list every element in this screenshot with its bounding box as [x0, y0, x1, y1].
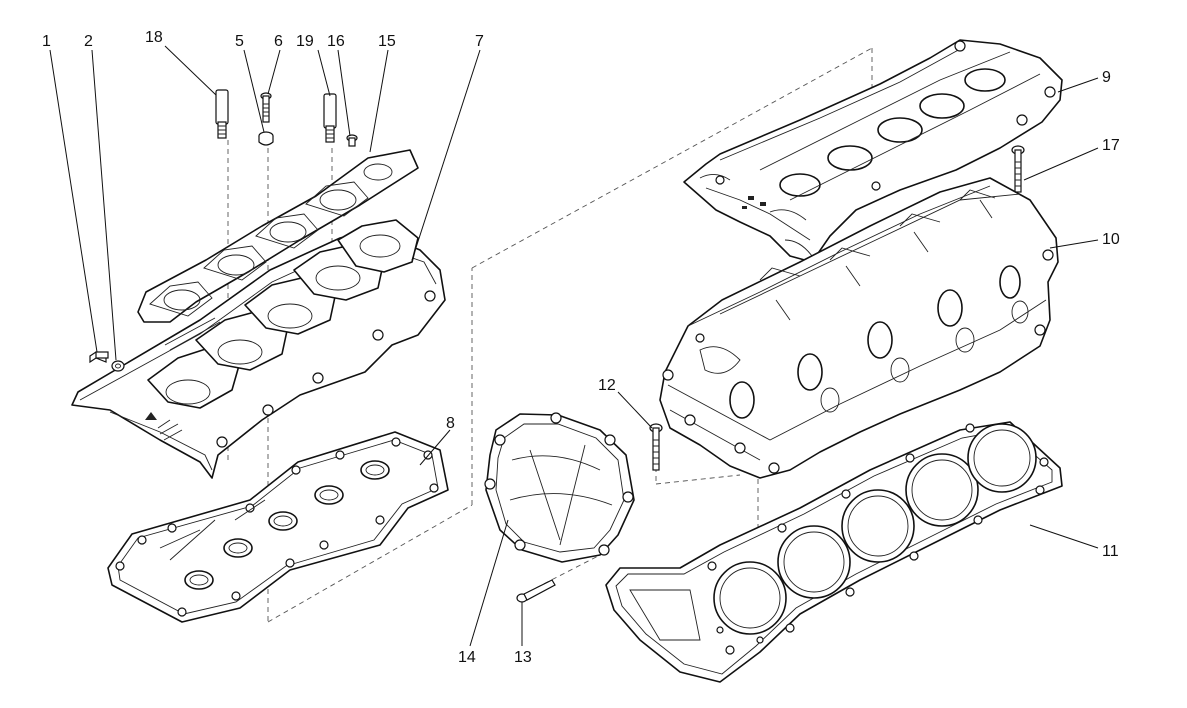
callout-16: 16 — [327, 33, 345, 50]
plug-5 — [258, 131, 274, 146]
screw-16 — [346, 134, 358, 147]
camshaft-carrier — [683, 39, 1063, 263]
callout-15: 15 — [378, 33, 396, 50]
callout-18: 18 — [145, 29, 163, 46]
cylinder-head — [659, 177, 1059, 479]
callout-13: 13 — [514, 649, 532, 666]
callout-labels: 1 2 18 5 6 19 16 15 7 9 17 10 12 8 11 14… — [42, 29, 1120, 666]
callout-1: 1 — [42, 33, 51, 50]
small-bolt-1 — [89, 351, 109, 364]
bolt-12 — [649, 423, 663, 471]
callout-11: 11 — [1102, 543, 1119, 560]
leader-lines — [49, 45, 1099, 647]
callout-14: 14 — [458, 649, 476, 666]
bolt-17 — [1011, 145, 1025, 193]
long-bolt-19 — [323, 93, 337, 143]
valve-cover-gasket — [107, 431, 449, 623]
washer-2 — [111, 360, 125, 372]
callout-2: 2 — [84, 33, 93, 50]
coil-cover-plate — [137, 149, 419, 323]
head-gasket — [605, 421, 1063, 683]
callout-17: 17 — [1102, 137, 1120, 154]
long-bolt-18 — [215, 89, 229, 139]
cam-cover — [71, 219, 446, 479]
callout-6: 6 — [274, 33, 283, 50]
callout-7: 7 — [475, 33, 484, 50]
callout-9: 9 — [1102, 69, 1111, 86]
callout-12: 12 — [598, 377, 616, 394]
callout-8: 8 — [446, 415, 455, 432]
callout-5: 5 — [235, 33, 244, 50]
bolt-13 — [516, 579, 556, 603]
callout-10: 10 — [1102, 231, 1120, 248]
end-cover — [484, 412, 635, 563]
callout-19: 19 — [296, 33, 314, 50]
screw-6 — [260, 92, 272, 123]
